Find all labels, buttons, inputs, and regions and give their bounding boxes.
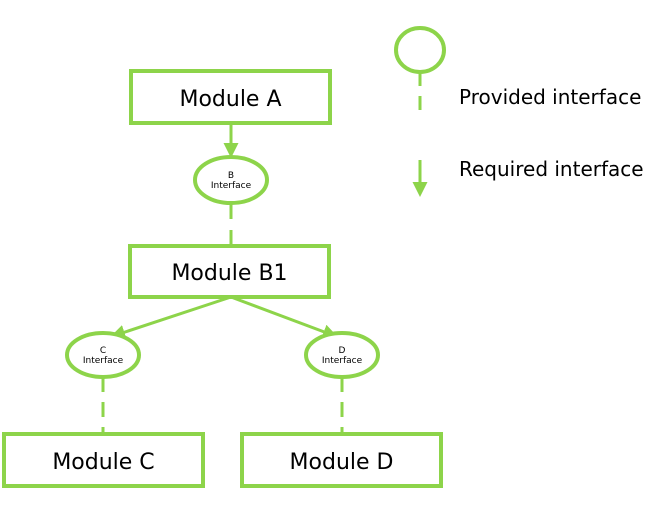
legend-required-label: Required interface (459, 157, 644, 181)
module-c-label: Module C (52, 450, 154, 475)
module-a[interactable]: Module A (129, 69, 332, 125)
legend: Provided interface Required interface (394, 26, 644, 197)
c-interface-letter: C (100, 346, 106, 356)
legend-provided-label: Provided interface (459, 85, 641, 109)
module-b1-box (128, 244, 331, 299)
module-c-box (2, 432, 205, 488)
module-c[interactable]: Module C (2, 432, 205, 488)
module-d-label: Module D (290, 450, 394, 475)
d-interface-word: Interface (322, 356, 363, 366)
module-b1-label: Module B1 (171, 261, 287, 286)
module-b1[interactable]: Module B1 (128, 244, 331, 299)
d-interface-ellipse (304, 331, 380, 379)
b-interface-word: Interface (211, 181, 252, 191)
module-d[interactable]: Module D (240, 432, 443, 488)
module-d-box (240, 432, 443, 488)
module-a-label: Module A (179, 87, 281, 112)
c-interface-ellipse (65, 331, 141, 379)
b-interface-letter: B (228, 171, 234, 181)
required-arrow-b1-to-c (110, 295, 232, 340)
d-interface: D Interface (304, 331, 380, 379)
d-interface-letter: D (339, 346, 346, 356)
c-interface: C Interface (65, 331, 141, 379)
b-interface: B Interface (193, 155, 269, 205)
c-interface-word: Interface (83, 356, 124, 366)
b-interface-ellipse (193, 155, 269, 205)
required-arrow-b1-to-d (230, 295, 338, 339)
module-a-box (129, 69, 332, 125)
legend-provided-circle (394, 26, 446, 74)
